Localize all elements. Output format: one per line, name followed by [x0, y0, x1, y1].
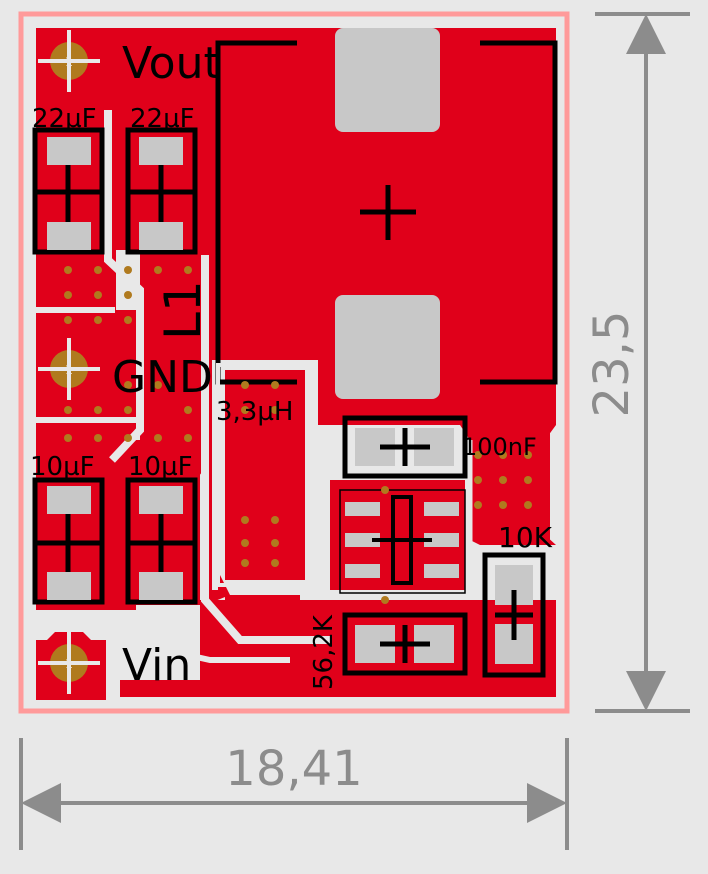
- dimension-width: [19, 738, 569, 850]
- label-cap-in-left: 10µF: [30, 452, 95, 482]
- via-group-inductor: [241, 381, 279, 567]
- label-res-top: 10K: [498, 521, 553, 554]
- resistor-footprint-10k: [482, 552, 546, 678]
- via-grid: [64, 266, 532, 604]
- inductor-pad-bottom: [335, 295, 440, 399]
- label-vin: Vin: [122, 640, 191, 691]
- silkscreen-labels: Vout GND Vin 22µF 22µF 10µF 10µF 3,3µH 1…: [30, 38, 553, 691]
- cap-footprint-100nf: [342, 415, 468, 479]
- dimension-height: [595, 12, 690, 713]
- label-vout: Vout: [122, 38, 221, 89]
- cap-footprint-out-left: [32, 127, 105, 255]
- resistor-footprint-56k: [342, 612, 468, 676]
- inductor-silkscreen: [215, 40, 558, 385]
- label-cap-out-right: 22µF: [130, 104, 195, 134]
- dimension-width-label: 18,41: [225, 741, 362, 797]
- label-gnd: GND: [112, 352, 213, 403]
- via-group-left-mid: [64, 381, 192, 442]
- cap-footprint-in-left: [32, 477, 105, 605]
- label-cap-out-left: 22µF: [32, 104, 97, 134]
- label-cap-small: 100nF: [462, 433, 537, 461]
- via-group-right: [381, 451, 532, 604]
- inductor-pad-top: [335, 28, 440, 132]
- label-res-bottom: 56,2K: [309, 614, 339, 690]
- dimension-height-label: 23,5: [584, 311, 640, 418]
- via-group-left-top: [64, 266, 192, 324]
- copper-gaps: [36, 110, 473, 663]
- cap-footprint-in-right: [125, 477, 198, 605]
- label-inductor-value: 3,3µH: [216, 397, 293, 427]
- label-inductor-ref: L1: [154, 280, 212, 340]
- ic-footprint: [339, 489, 466, 594]
- cap-footprint-out-right: [125, 127, 198, 255]
- inductor-small-outline: [216, 363, 310, 587]
- label-cap-in-right: 10µF: [128, 452, 193, 482]
- pad-traces: [38, 30, 100, 694]
